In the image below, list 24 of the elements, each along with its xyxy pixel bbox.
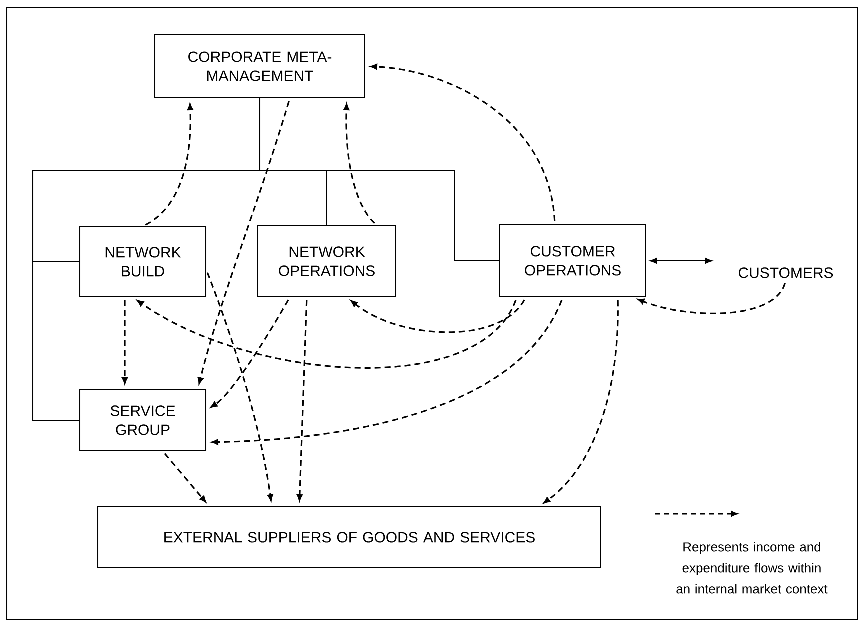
process-box: SERVICE GROUP [80, 390, 206, 452]
process-box: NETWORK BUILD [80, 226, 206, 298]
process-box: EXTERNAL SUPPLIERS OF GOODS AND SERVICES [98, 506, 602, 568]
arrow [137, 300, 517, 369]
arrow [206, 272, 274, 502]
process-box: CUSTOMER OPERATIONS [500, 224, 646, 298]
legend-text: Represents income and expenditure flows within an internal market context [676, 542, 828, 594]
arrow [344, 104, 376, 224]
arrow [210, 300, 290, 408]
arrow [297, 300, 308, 502]
arrow [212, 300, 563, 446]
arrow [370, 64, 556, 222]
arrow [164, 453, 206, 503]
arrow [544, 300, 619, 504]
arrow [198, 101, 290, 384]
node-label: CUSTOMERS [738, 268, 834, 278]
arrow [638, 283, 786, 314]
connector-line [32, 98, 260, 421]
arrow [351, 300, 526, 334]
process-box: NETWORK OPERATIONS [258, 226, 396, 298]
arrow [145, 104, 194, 226]
arrow [122, 300, 128, 384]
arrow [650, 258, 713, 264]
process-box: CORPORATE META-MANAGEMENT [154, 34, 366, 98]
